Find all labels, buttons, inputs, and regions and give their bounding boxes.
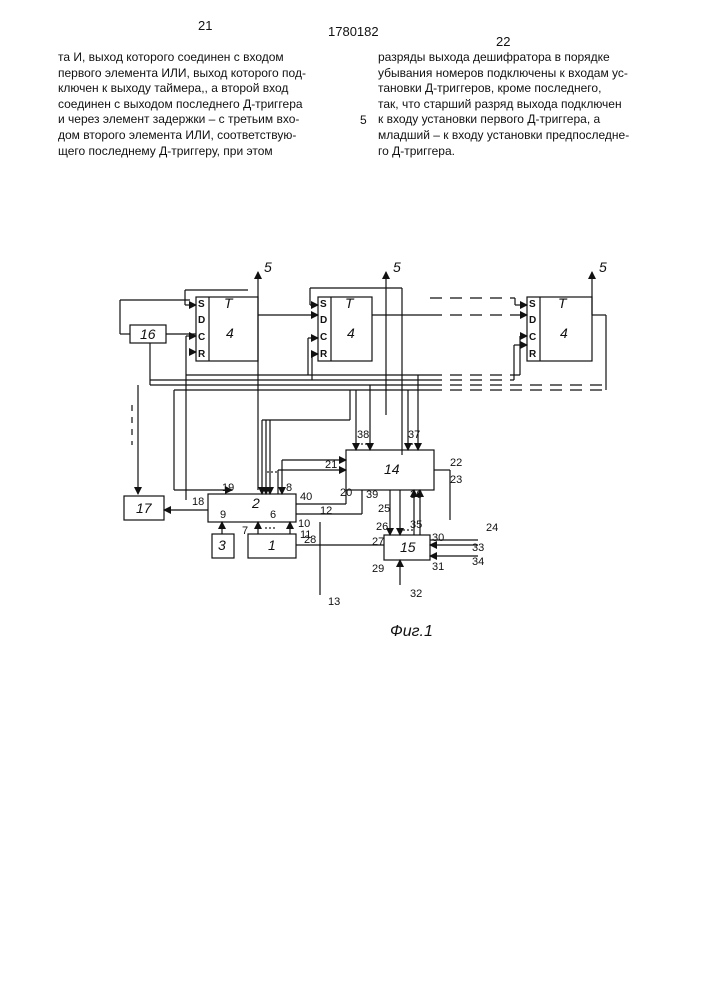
ref-7: 7 [242, 525, 248, 537]
ref-35: 35 [410, 519, 422, 531]
trigger1-pin-s: S [198, 299, 205, 310]
block-16-label: 16 [140, 326, 156, 342]
block-2-label: 2 [251, 495, 260, 511]
ref-25: 25 [378, 503, 390, 515]
ref-38: 38 [357, 429, 369, 441]
ref-20: 20 [340, 487, 352, 499]
ref-33: 33 [472, 542, 484, 554]
ref-37: 37 [408, 429, 420, 441]
ref-29: 29 [372, 563, 384, 575]
trigger1-pin-r: R [198, 349, 206, 360]
trigger3-number: 4 [560, 325, 568, 341]
trigger3-type: T [558, 295, 568, 311]
output-label-3: 5 [599, 259, 607, 275]
trigger2-pin-c: C [320, 332, 327, 343]
ref-32: 32 [410, 588, 422, 600]
ref-40: 40 [300, 491, 312, 503]
ref-27: 27 [372, 536, 384, 548]
trigger1-type: T [224, 295, 234, 311]
ref-12: 12 [320, 505, 332, 517]
output-label-2: 5 [393, 259, 401, 275]
ref-18: 18 [192, 496, 204, 508]
ref-36: 36 [410, 489, 422, 501]
ref-24: 24 [486, 522, 498, 534]
trigger1-number: 4 [226, 325, 234, 341]
trigger2-pin-r: R [320, 349, 328, 360]
trigger1-pin-d: D [198, 315, 205, 326]
block-1-label: 1 [268, 537, 276, 553]
block-17-label: 17 [136, 500, 153, 516]
block-2-input-9: 9 [220, 509, 226, 521]
ref-30: 30 [432, 532, 444, 544]
ref-23: 23 [450, 474, 462, 486]
trigger3-pin-c: C [529, 332, 536, 343]
ref-31: 31 [432, 561, 444, 573]
trigger3-pin-r: R [529, 349, 537, 360]
trigger3-pin-d: D [529, 315, 536, 326]
block-3-label: 3 [218, 537, 226, 553]
figure-caption: Фиг.1 [390, 623, 433, 640]
trigger2-pin-d: D [320, 315, 327, 326]
ref-19: 19 [222, 482, 234, 494]
trigger2-number: 4 [347, 325, 355, 341]
ref-34: 34 [472, 556, 484, 568]
ref-13: 13 [328, 596, 340, 608]
block-2-input-6: 6 [270, 509, 276, 521]
ref-21: 21 [325, 459, 337, 471]
block-15-label: 15 [400, 539, 416, 555]
ref-22: 22 [450, 457, 462, 469]
ref-8: 8 [286, 482, 292, 494]
trigger2-pin-s: S [320, 299, 327, 310]
ref-28: 28 [304, 534, 316, 546]
trigger2-type: T [345, 295, 355, 311]
output-label-1: 5 [264, 259, 272, 275]
ref-26: 26 [376, 521, 388, 533]
trigger1-pin-c: C [198, 332, 205, 343]
block-14-label: 14 [384, 461, 400, 477]
trigger3-pin-s: S [529, 299, 536, 310]
ref-39: 39 [366, 489, 378, 501]
